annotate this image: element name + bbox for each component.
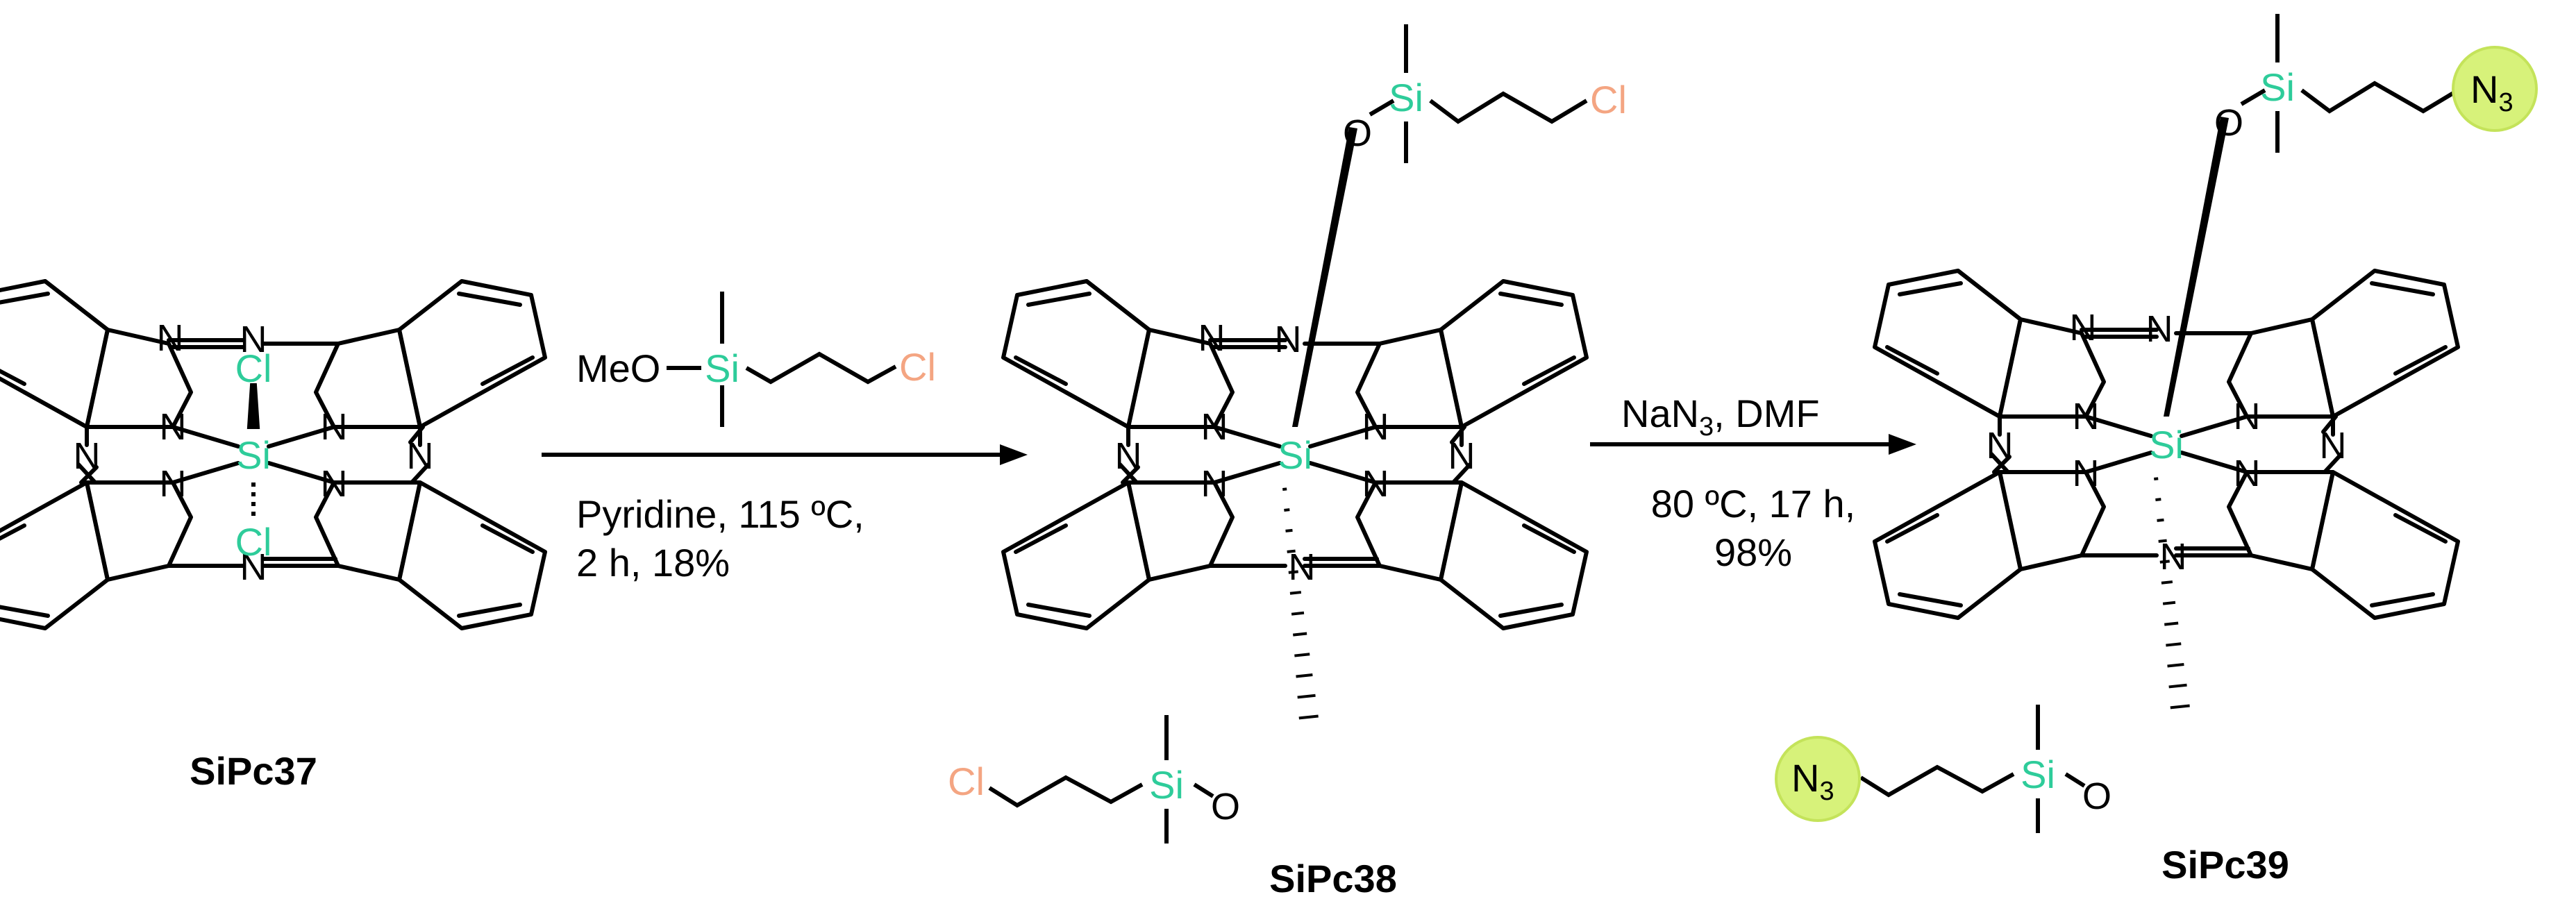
step2-conditions-line2: 98% [1714,530,1792,574]
compound-sipc38: N N N N N N N N N Si O Si Cl O Si Cl [948,24,1627,843]
n-atom: N [1201,463,1228,505]
silicon-atom: Si [2021,753,2055,796]
n-atom: N [1198,317,1226,359]
silicon-atom: Si [705,346,739,390]
chlorine-atom: Cl [235,520,272,564]
n-atom: N [1201,406,1228,448]
n-atom: N [1275,319,1302,360]
silicon-atom: Si [2149,423,2184,467]
reagent-silane: MeO Si Cl [576,292,936,427]
n-atom: N [240,319,267,360]
silicon-atom: Si [1389,76,1423,119]
oxygen-atom: O [2214,102,2243,144]
step2-reagent: NaN3, DMF [1621,392,1820,442]
silicon-atom: Si [1278,433,1312,477]
silicon-atom: Si [2260,65,2295,109]
chlorine-atom: Cl [1590,78,1627,121]
n-atom: N [321,463,348,505]
n-atom: N [2073,396,2100,437]
chlorine-atom: Cl [235,346,272,390]
chlorine-atom: Cl [899,345,936,389]
n-atom: N [321,406,348,448]
n-atom: N [240,546,267,588]
methoxy-label: MeO [576,346,660,390]
compound-label-sipc39: SiPc39 [2161,843,2289,887]
n-atom: N [2234,453,2261,494]
chlorine-atom: Cl [948,759,985,803]
azide-group: N3 [1791,756,1834,806]
n-atom: N [160,463,187,505]
reaction-arrow-2 [1590,434,1916,455]
compound-label-sipc38: SiPc38 [1269,857,1397,900]
silicon-atom: Si [1149,763,1184,807]
oxygen-atom: O [2082,775,2111,817]
step1-conditions-line2: 2 h, 18% [576,541,730,585]
n-atom: N [2146,308,2173,350]
compound-sipc37: N N N N N N N N N Si Cl Cl [0,281,545,628]
step2-conditions-line1: 80 ºC, 17 h, [1651,482,1855,526]
n-atom: N [1448,435,1475,477]
compound-sipc39: N N N N N N N N N Si O Si N3 O Si N3 [1775,14,2538,833]
n-atom: N [1362,463,1389,505]
n-atom: N [1289,546,1316,588]
azide-highlight [1775,736,1861,822]
n-atom: N [407,435,434,477]
n-atom: N [1362,406,1389,448]
n-atom: N [2073,453,2100,494]
n-atom: N [2160,536,2187,578]
compound-label-sipc37: SiPc37 [190,749,317,793]
n-atom: N [1115,435,1142,477]
n-atom: N [2070,307,2097,349]
step1-conditions-line1: Pyridine, 115 ºC, [576,492,864,536]
n-atom: N [2234,396,2261,437]
reaction-arrow-1 [542,444,1028,465]
azide-group: N3 [2470,67,2514,117]
n-atom: N [157,317,184,359]
n-atom: N [160,406,187,448]
n-atom: N [1987,425,2014,467]
oxygen-atom: O [1343,112,1372,154]
azide-highlight [2452,46,2538,132]
silicon-atom: Si [236,433,271,477]
oxygen-atom: O [1211,786,1240,828]
n-atom: N [74,435,101,477]
n-atom: N [2320,425,2347,467]
